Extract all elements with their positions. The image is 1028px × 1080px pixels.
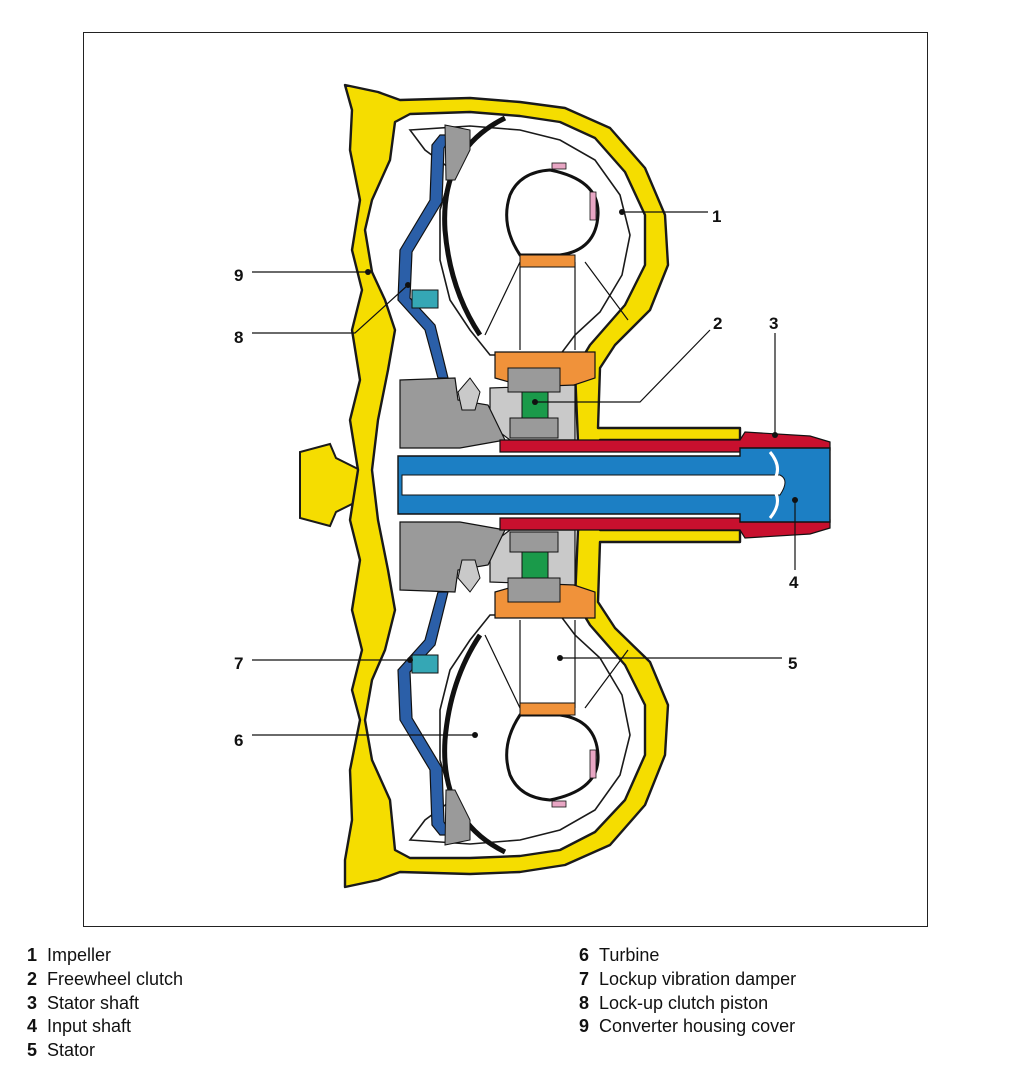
stator-inner-grey-upper (507, 367, 561, 393)
piston-plate-upper (444, 124, 471, 181)
svg-text:1: 1 (712, 207, 721, 226)
damper-spring-lower (411, 654, 439, 674)
impeller-core-lower (505, 713, 600, 802)
stator-shaft-upper (499, 431, 831, 453)
turbine-flange-lower (457, 559, 481, 593)
input-shaft-bore (401, 474, 786, 496)
svg-text:9: 9 (234, 266, 243, 285)
lockup-piston-lower (397, 591, 454, 836)
turbine-flange-upper (457, 377, 481, 411)
turbine-hub-upper (399, 377, 506, 449)
svg-text:8: 8 (234, 328, 243, 347)
svg-text:4: 4 (789, 573, 799, 592)
svg-text:2: 2 (713, 314, 722, 333)
lockup-piston-upper (397, 134, 454, 379)
stator-blade-outline-lower (484, 620, 629, 709)
damper-spring-upper (411, 289, 439, 309)
svg-text:7: 7 (234, 654, 243, 673)
svg-text:3: 3 (769, 314, 778, 333)
diagram-frame (83, 32, 928, 927)
turbine-shell-upper (442, 115, 507, 337)
freewheel-race-lower (509, 531, 559, 553)
svg-text:5: 5 (788, 654, 797, 673)
turbine-hub-lower (399, 521, 506, 593)
turbine-shell-lower (442, 633, 507, 855)
callout-2: 2 (532, 314, 722, 405)
hub-boss (299, 442, 361, 528)
callout-9: 9 (234, 266, 371, 285)
svg-text:6: 6 (234, 731, 243, 750)
callout-4: 4 (789, 497, 799, 592)
freewheel-race-upper (509, 417, 559, 439)
vane-marker (589, 749, 597, 779)
freewheel-clutch-lower (521, 551, 549, 579)
callout-6: 6 (234, 731, 478, 750)
stator-blade-outline-upper (484, 261, 629, 350)
callout-7: 7 (234, 654, 413, 673)
input-shaft-groove (768, 451, 779, 519)
piston-plate-lower (444, 789, 471, 846)
vane-marker (589, 191, 597, 221)
callout-5: 5 (557, 654, 797, 673)
impeller-core-upper (505, 168, 600, 257)
callout-3: 3 (769, 314, 778, 438)
callout-8: 8 (234, 282, 411, 347)
vane-marker (551, 800, 567, 808)
stator-shaft-lower (499, 517, 831, 539)
stator-ring-upper (519, 254, 576, 268)
stator-ring-lower (519, 702, 576, 716)
callout-1: 1 (619, 207, 721, 226)
vane-marker (551, 162, 567, 170)
stator-inner-grey-lower (507, 577, 561, 603)
